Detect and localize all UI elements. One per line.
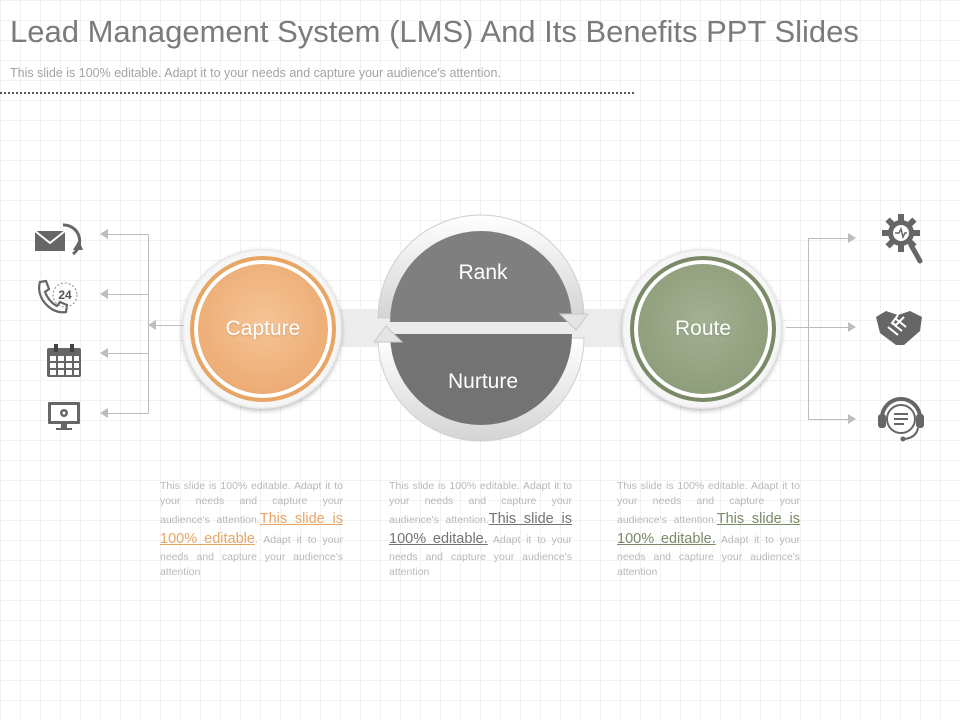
calendar-icon [47,344,81,377]
right-arrowhead-1 [848,233,856,243]
left-arrowhead-1 [100,229,108,239]
route-circle[interactable]: Route [630,256,776,402]
left-arrow-line-4 [108,413,148,414]
rank-arrowhead [558,313,589,331]
nurture-half[interactable] [390,334,572,425]
capture-desc-highlight: This slide is 100% editable [160,510,343,548]
right-arrow-line-3 [808,419,848,420]
rank-half[interactable] [390,231,572,322]
capture-desc-tail: . Adapt it to your needs and capture you… [160,534,343,578]
phone-24-hours-icon: 24 [38,279,78,314]
customer-support-icon [878,397,924,442]
left-arrowhead-2 [100,289,108,299]
rank-nurture-cycle[interactable] [370,214,592,442]
capture-desc-lead: This slide is 100% editable. Adapt it to… [160,480,343,526]
handshake-icon [876,311,922,345]
route-desc-tail: Adapt it to your needs and capture your … [617,534,801,578]
slide-subtitle: This slide is 100% editable. Adapt it to… [10,66,501,80]
right-arrowhead-2 [848,322,856,332]
right-bracket-vertical [808,238,809,419]
left-arrowhead-3 [100,348,108,358]
rank-desc-highlight: This slide is 100% editable. [389,510,572,548]
left-arrow-line-1 [108,234,148,235]
right-arrow-line-1 [808,238,848,239]
left-arrowhead-4 [100,408,108,418]
capture-to-bracket-line [156,325,184,326]
capture-label: Capture [225,317,301,340]
left-arrow-line-3 [108,353,148,354]
rank-desc-tail: Adapt it to your needs and capture your … [389,534,573,578]
right-arrowhead-3 [848,414,856,424]
capture-description: This slide is 100% editable. Adapt it to… [160,479,343,580]
right-arrow-line-2 [808,327,848,328]
rank-nurture-description: This slide is 100% editable. Adapt it to… [389,479,572,580]
email-forward-icon [34,223,83,256]
route-desc-highlight: This slide is 100% editable. [617,510,800,548]
route-desc-lead: This slide is 100% editable. Adapt it to… [617,480,800,526]
phone-24-badge: 24 [58,288,72,302]
rank-desc-lead: This slide is 100% editable. Adapt it to… [389,480,572,526]
left-arrow-line-2 [108,294,148,295]
route-to-bracket-line [786,327,808,328]
rank-label: Rank [458,261,508,284]
route-label: Route [674,317,732,340]
nurture-arrowhead [373,325,404,343]
gear-search-icon [882,214,923,264]
route-description: This slide is 100% editable. Adapt it to… [617,479,800,580]
monitor-settings-icon [48,402,80,430]
dotted-divider [0,92,634,94]
capture-circle[interactable]: Capture [190,256,336,402]
nurture-label: Nurture [447,370,519,393]
capture-arrowhead [148,320,156,330]
slide-title: Lead Management System (LMS) And Its Ben… [10,14,859,49]
